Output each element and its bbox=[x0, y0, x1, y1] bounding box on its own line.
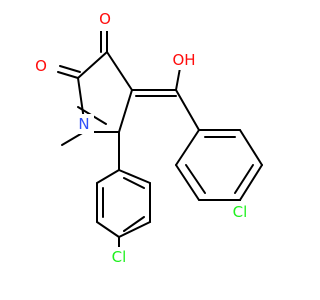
bond-c2-o-left-double bbox=[59, 65, 81, 73]
bond-b5 bbox=[118, 221, 151, 238]
chlorine-bottom-label: Cl bbox=[112, 248, 127, 266]
nitrogen-label: N bbox=[78, 115, 89, 133]
bond-r7 bbox=[175, 129, 200, 166]
bond-exo-oh bbox=[175, 67, 181, 91]
bond-r-double-2 bbox=[234, 164, 254, 194]
bond-b4 bbox=[96, 221, 120, 238]
bond-r4 bbox=[239, 164, 263, 201]
hydroxyl-label: OH bbox=[172, 51, 195, 69]
oxygen-upper-label: O bbox=[99, 10, 111, 28]
bond-r1 bbox=[175, 89, 200, 131]
bond-n-c2-ring bbox=[77, 77, 85, 121]
bond-r-double-3 bbox=[185, 164, 206, 194]
bond-r3 bbox=[239, 129, 263, 166]
bond-b-double-3 bbox=[123, 177, 145, 189]
bond-b-double-2 bbox=[123, 216, 145, 232]
bond-c3-c4 bbox=[106, 51, 133, 91]
bond-c2-o-left bbox=[57, 71, 79, 79]
molecule-diagram: O O OH N Cl Cl bbox=[35, 10, 263, 266]
bond-n-methyl bbox=[61, 131, 85, 146]
chlorine-right-label: Cl bbox=[233, 203, 248, 221]
bond-c2-c3 bbox=[77, 51, 108, 79]
bond-r6 bbox=[175, 164, 200, 201]
bond-b7 bbox=[118, 169, 151, 184]
bond-b2 bbox=[96, 169, 120, 184]
bond-c4-c5 bbox=[118, 89, 133, 133]
oxygen-left-label: O bbox=[35, 57, 47, 75]
